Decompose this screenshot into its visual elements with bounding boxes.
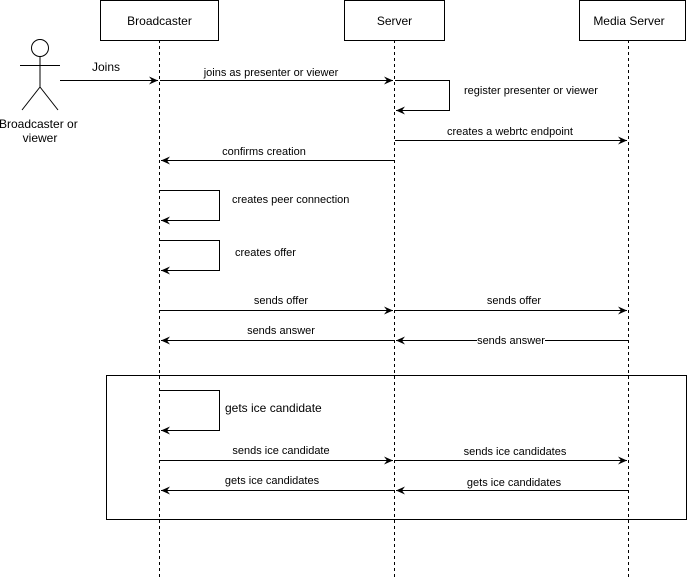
msg-sends-ice-candidate-label: sends ice candidate (232, 445, 329, 457)
msg-gets-ice-candidates-2-label: gets ice candidates (467, 477, 562, 489)
msg-creates-webrtc-endpoint-label: creates a webrtc endpoint (447, 126, 573, 138)
actor-label-text: Broadcaster or (0, 117, 78, 131)
msg-sends-offer-2-label: sends offer (487, 295, 542, 307)
msg-register-presenter-arrow (395, 80, 450, 115)
actor-stick-figure-icon (20, 39, 60, 111)
ice-candidate-group-frame (106, 375, 687, 520)
participant-media-server: Media Server (579, 0, 686, 41)
msg-sends-ice-candidates-label: sends ice candidates (464, 446, 567, 458)
msg-creates-peer-connection-arrow (160, 190, 220, 225)
msg-sends-offer-1-label: sends offer (254, 295, 309, 307)
msg-sends-answer-2-label-bg (477, 334, 545, 347)
msg-confirms-creation-label: confirms creation (222, 146, 306, 158)
msg-sends-answer-1-label: sends answer (247, 325, 315, 337)
msg-creates-peer-connection-label: creates peer connection (232, 194, 349, 206)
msg-gets-ice-candidate-arrow (160, 390, 220, 435)
msg-joins-as-presenter-label: joins as presenter or viewer (203, 67, 339, 79)
actor-label-text-line2: viewer (23, 131, 58, 145)
participant-server-label: Server (377, 14, 412, 28)
msg-sends-answer-2-label: sends answer (477, 335, 545, 347)
participant-broadcaster-label: Broadcaster (127, 14, 192, 28)
msg-gets-ice-candidates-1-label: gets ice candidates (225, 475, 320, 487)
msg-creates-offer-arrow (160, 240, 220, 275)
msg-joins-label: Joins (92, 60, 120, 74)
participant-server: Server (344, 0, 445, 41)
msg-gets-ice-candidate-label: gets ice candidate (225, 401, 322, 415)
participant-broadcaster: Broadcaster (100, 0, 219, 41)
msg-register-presenter-label: register presenter or viewer (464, 85, 598, 97)
participant-media-server-label: Media Server (593, 14, 664, 28)
actor-label: Broadcaster or viewer (0, 117, 81, 145)
msg-creates-offer-label: creates offer (235, 247, 296, 259)
